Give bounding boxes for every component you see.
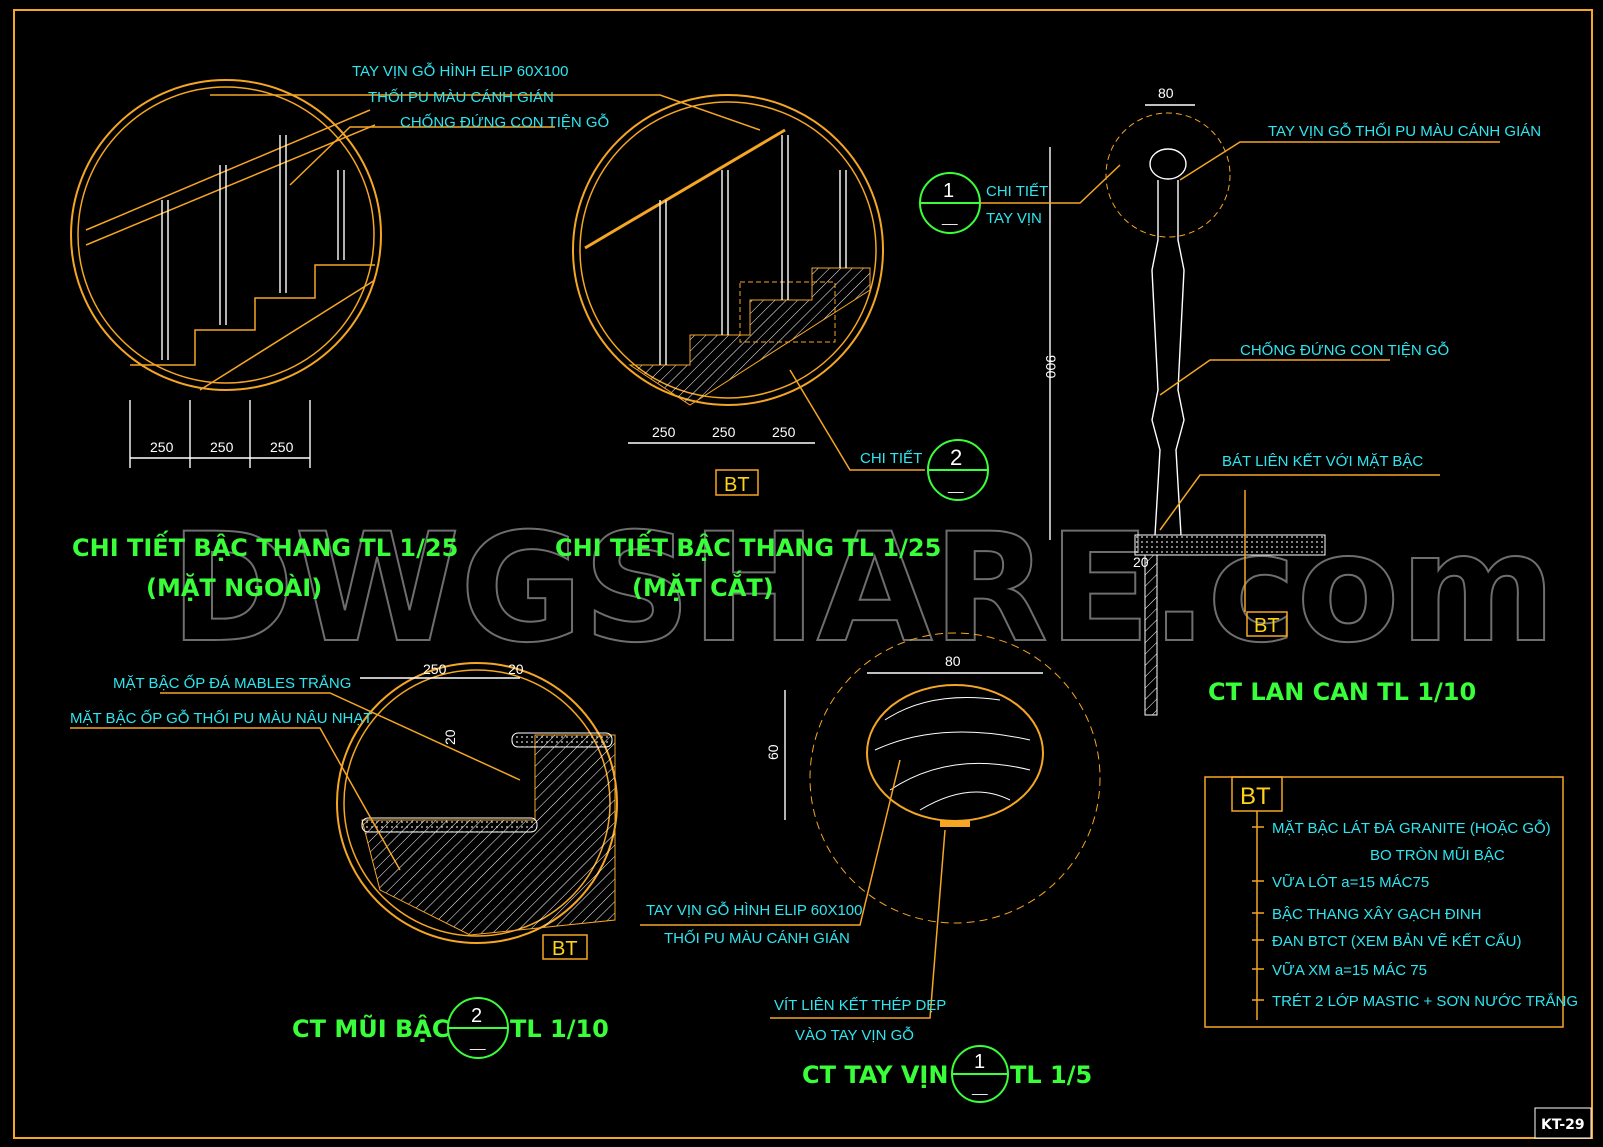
- dim-label: 250: [210, 439, 234, 455]
- dim-tread: 250: [423, 661, 447, 677]
- callout-number: 1: [943, 180, 954, 202]
- legend-item: VỮA LÓT a=15 MÁC75: [1272, 874, 1429, 891]
- detail-stair-outside: 250 250 250 TAY VỊN GỖ HÌNH ELIP 60X100 …: [70, 62, 761, 602]
- dim-nose: 20: [508, 661, 524, 677]
- legend-item: VỮA XM a=15 MÁC 75: [1272, 962, 1427, 979]
- label-finish: THỐI PU MÀU CÁNH GIÁN: [368, 88, 554, 106]
- callout-number: 2: [950, 445, 962, 470]
- tag-bt: BT: [1254, 615, 1280, 637]
- detail-nosing: 250 20 20 MẶT BẬC ỐP ĐÁ MABLES TRẮNG MẶT…: [70, 661, 618, 1059]
- detail-stair-section: 250 250 250 CHI TIẾT 2 __ BT CHI TIẾT BẬ…: [555, 94, 989, 602]
- detail-title: CT MŨI BẬC: [292, 1013, 449, 1043]
- detail-handrail: 80 60 TAY VỊN GỖ HÌNH ELIP 60X100 THỐI P…: [640, 632, 1101, 1103]
- dim-width: 80: [945, 653, 961, 669]
- legend-item: BO TRÒN MŨI BẬC: [1370, 847, 1505, 864]
- callout-sub: __: [469, 1034, 486, 1050]
- label-wood: MẶT BẬC ỐP GỖ THỐI PU MÀU NÂU NHẠT: [70, 709, 373, 727]
- detail-title: CHI TIẾT BẬC THANG TL 1/25: [72, 529, 458, 562]
- legend-items: MẶT BẬC LÁT ĐÁ GRANITE (HOẶC GỖ) BO TRÒN…: [1252, 819, 1578, 1010]
- dim-label: 250: [712, 424, 736, 440]
- dim-label: 250: [772, 424, 796, 440]
- sheet-border: [13, 9, 1593, 1139]
- callout-line2: TAY VỊN: [986, 210, 1042, 227]
- detail-title: CHI TIẾT BẬC THANG TL 1/25: [555, 529, 941, 562]
- legend-item: ĐAN BTCT (XEM BẢN VẼ KẾT CẤU): [1272, 933, 1522, 950]
- detail-title: CT LAN CAN TL 1/10: [1208, 678, 1476, 706]
- detail-title: CT TAY VỊN: [802, 1061, 948, 1089]
- dim-label: 250: [652, 424, 676, 440]
- detail-scale: TL 1/5: [1010, 1061, 1092, 1089]
- detail-railing: 80 900 80 20 TAY VỊN GỖ THỐI PU MÀU CÁNH…: [919, 85, 1541, 716]
- label1: TAY VỊN GỖ HÌNH ELIP 60X100: [646, 901, 862, 919]
- tag-bt: BT: [724, 474, 750, 496]
- legend-item: TRÉT 2 LỚP MASTIC + SƠN NƯỚC TRẮNG: [1272, 992, 1578, 1010]
- watermark: DWGSHARE.com: [170, 502, 1556, 676]
- legend-item: BẬC THANG XÂY GẠCH ĐINH: [1272, 906, 1482, 923]
- label-handrail: TAY VỊN GỖ THỐI PU MÀU CÁNH GIÁN: [1268, 122, 1541, 140]
- detail-subtitle: (MẶT CẮT): [632, 569, 774, 602]
- legend-box: BT MẶT BẬC LÁT ĐÁ GRANITE (HOẶC GỖ) BO T…: [1204, 776, 1578, 1028]
- dim-label: 250: [270, 439, 294, 455]
- label-bracket: BÁT LIÊN KẾT VỚI MẶT BẬC: [1222, 453, 1423, 470]
- label3: VÍT LIÊN KẾT THÉP DẸP: [774, 997, 946, 1014]
- legend-item: MẶT BẬC LÁT ĐÁ GRANITE (HOẶC GỖ): [1272, 819, 1551, 837]
- dim-height: 60: [765, 744, 781, 760]
- callout-line1: CHI TIẾT: [986, 183, 1048, 200]
- callout-label: CHI TIẾT: [860, 450, 922, 467]
- tag-bt: BT: [552, 938, 578, 960]
- label4: VÀO TAY VỊN GỖ: [795, 1026, 914, 1044]
- label-baluster: CHỐNG ĐỨNG CON TIỆN GỖ: [1240, 341, 1449, 359]
- callout-number: 1: [974, 1051, 985, 1073]
- legend-tag: BT: [1240, 783, 1271, 810]
- label2: THỐI PU MÀU CÁNH GIÁN: [664, 929, 850, 947]
- callout-number: 2: [471, 1005, 482, 1027]
- callout-sub: __: [941, 209, 958, 225]
- dim-label: 250: [150, 439, 174, 455]
- dim-top: 80: [1158, 85, 1174, 101]
- callout-sub: __: [971, 1079, 988, 1095]
- detail-subtitle: (MẶT NGOÀI): [146, 572, 322, 602]
- label-stone: MẶT BẬC ỐP ĐÁ MABLES TRẮNG: [113, 674, 351, 692]
- sheet-id: KT-29: [1541, 1117, 1585, 1133]
- dim-height: 900: [1043, 355, 1059, 379]
- dim-small: 20: [1133, 554, 1149, 570]
- callout-sub: __: [947, 477, 964, 493]
- label-baluster: CHỐNG ĐỨNG CON TIỆN GỖ: [400, 113, 609, 131]
- detail-scale: TL 1/10: [510, 1015, 609, 1043]
- dimension-row: 250 250 250: [129, 400, 311, 468]
- dim-thick: 20: [442, 729, 458, 745]
- label-handrail: TAY VỊN GỖ HÌNH ELIP 60X100: [352, 62, 568, 80]
